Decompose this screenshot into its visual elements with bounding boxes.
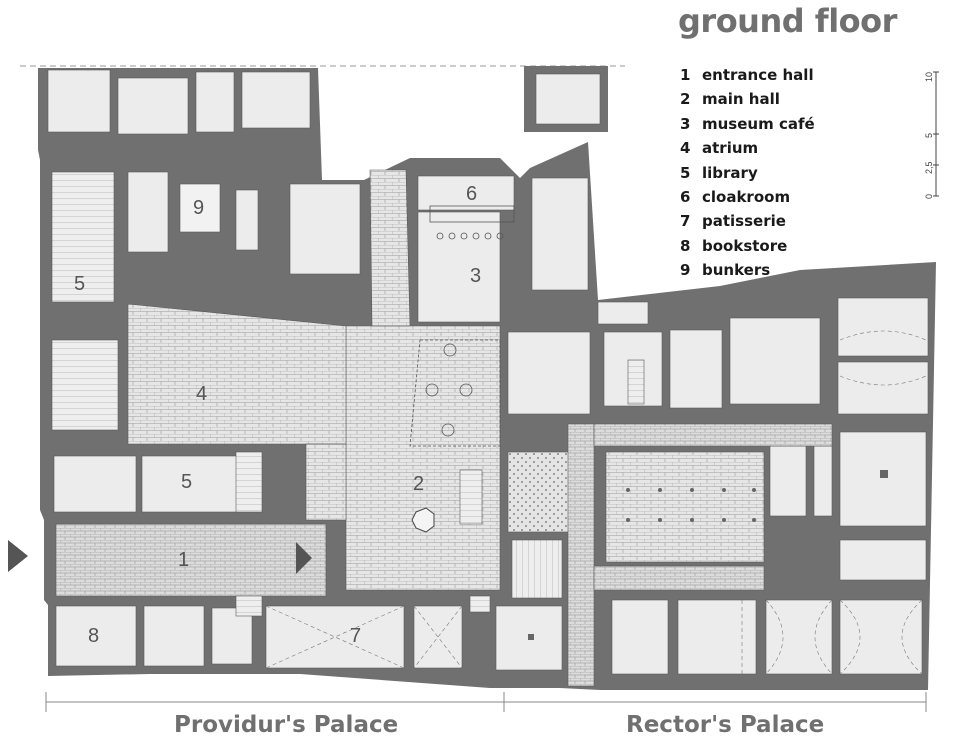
scale-tick-10: 10: [924, 72, 934, 82]
page-title: ground floor: [678, 2, 897, 40]
stairs: [51, 171, 645, 617]
scale-ticks: 10 5 2,5 0: [924, 72, 934, 199]
cafe-furniture: [409, 205, 515, 447]
columns: [528, 470, 888, 640]
room-number: 6: [466, 183, 477, 205]
scale-tick-2-5: 2,5: [924, 161, 934, 174]
room-number: 7: [350, 625, 361, 647]
room-number: 1: [178, 549, 189, 571]
palace-label-right: Rector's Palace: [626, 712, 825, 738]
palace-label-left: Providur's Palace: [174, 712, 399, 738]
fountain: [411, 507, 435, 533]
entrance-arrow-inner: [296, 542, 312, 574]
vault-lines: [265, 330, 927, 675]
room-number: 2: [413, 473, 424, 495]
scale-tick-0: 0: [924, 194, 934, 199]
scale-bar: [933, 71, 939, 197]
entrance-arrow-outer: [8, 540, 28, 572]
room-number: 5: [181, 471, 192, 493]
room-number: 8: [88, 625, 99, 647]
room-numbers: 5 9 6 3 4 5 2 1 8 7: [74, 183, 481, 647]
rooms: [47, 69, 929, 675]
scale-tick-5: 5: [924, 133, 934, 138]
room-number: 3: [470, 265, 481, 287]
room-number: 4: [196, 383, 207, 405]
room-number: 5: [74, 273, 85, 295]
palace-brackets: [45, 692, 927, 712]
room-number: 9: [193, 197, 204, 219]
